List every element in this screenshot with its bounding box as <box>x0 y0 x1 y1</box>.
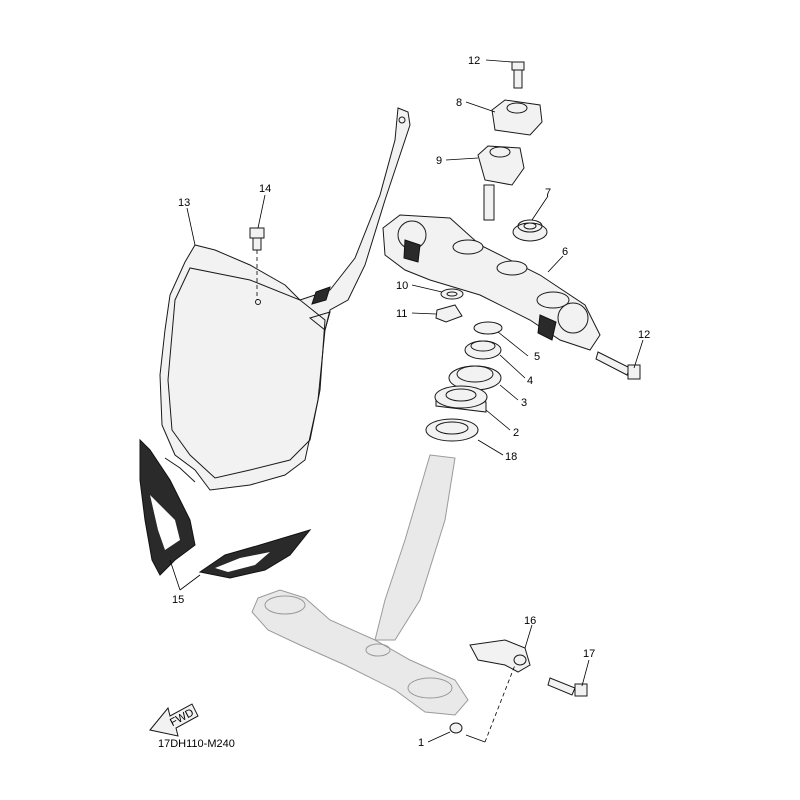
washer-5 <box>473 321 503 335</box>
lower-bracket <box>251 454 469 716</box>
bolt-14 <box>249 227 265 300</box>
bearing-2 <box>434 385 488 413</box>
diagram-code: 17DH110-M240 <box>158 738 235 750</box>
callout-7: 7 <box>545 187 551 199</box>
nut-7 <box>512 219 548 242</box>
callout-17: 17 <box>583 648 595 660</box>
callout-6: 6 <box>562 246 568 258</box>
clamp-16 <box>469 639 531 673</box>
bolt-1 <box>449 722 463 734</box>
callout-12-top: 12 <box>468 55 480 67</box>
callout-4: 4 <box>527 375 533 387</box>
fwd-arrow-icon: FWD <box>149 703 199 737</box>
decals <box>139 438 312 579</box>
callout-14: 14 <box>259 183 271 195</box>
callout-18: 18 <box>505 451 517 463</box>
bearing-18 <box>425 418 479 442</box>
callout-15: 15 <box>172 594 184 606</box>
callout-13: 13 <box>178 197 190 209</box>
callout-5: 5 <box>534 351 540 363</box>
callout-12-side: 12 <box>638 329 650 341</box>
ring-nut-4 <box>464 340 502 360</box>
callouts: 12 8 9 7 6 10 11 12 5 4 3 2 18 13 14 15 … <box>172 55 650 749</box>
callout-2: 2 <box>513 427 519 439</box>
callout-9: 9 <box>436 155 442 167</box>
handlebar-clamps <box>477 61 543 221</box>
washer-nut <box>435 288 464 323</box>
number-plate <box>159 107 411 491</box>
bolt-12-side <box>595 351 641 380</box>
callout-3: 3 <box>521 397 527 409</box>
callout-8: 8 <box>456 97 462 109</box>
callout-10: 10 <box>396 280 408 292</box>
fwd-label: FWD <box>168 707 196 729</box>
upper-bracket <box>382 214 601 351</box>
leader-lines <box>169 59 644 743</box>
bolt-17 <box>547 677 588 697</box>
callout-11: 11 <box>396 308 407 320</box>
callout-16: 16 <box>524 615 536 627</box>
callout-1: 1 <box>418 737 424 749</box>
